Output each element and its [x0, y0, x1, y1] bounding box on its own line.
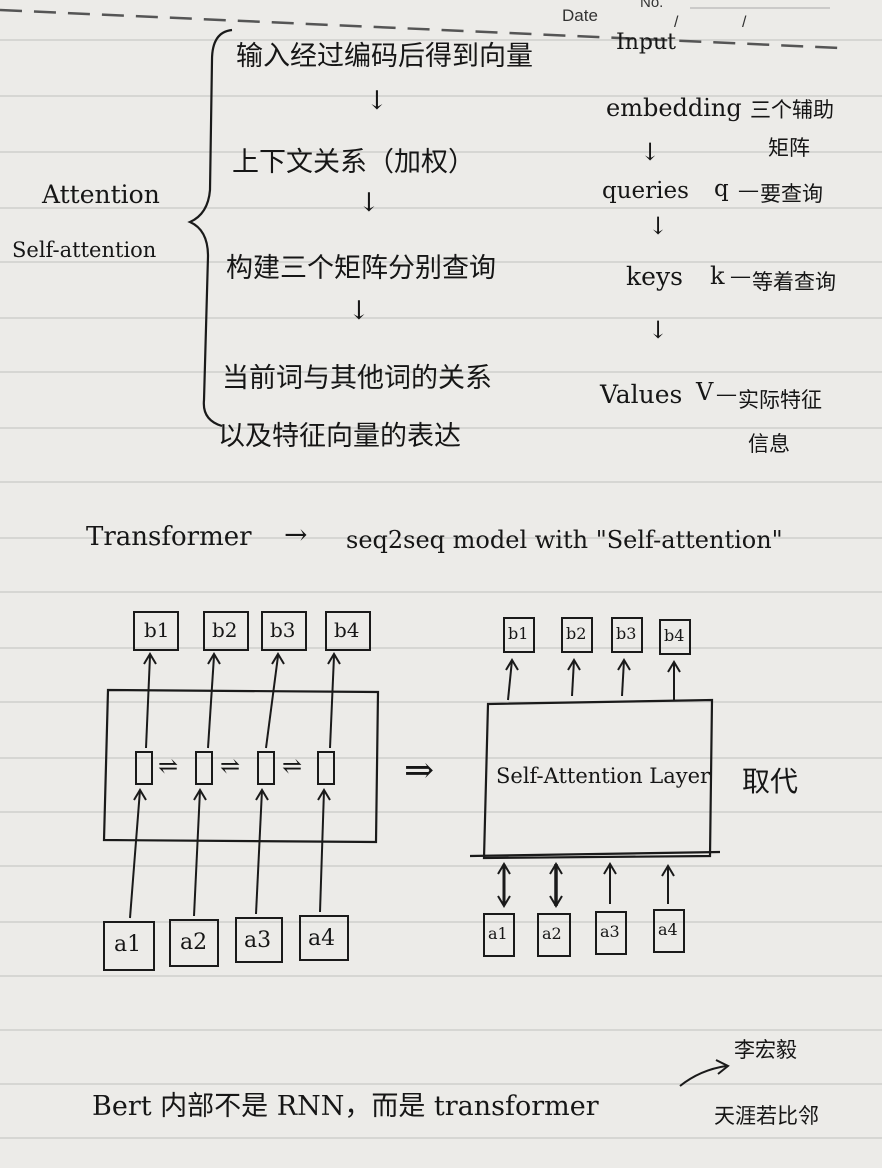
queries-label: queries	[602, 178, 689, 204]
date-separator: /	[674, 14, 679, 31]
sa-input-a1: a1	[488, 924, 508, 943]
transformer-word: Transformer	[86, 522, 252, 552]
v-symbol: V	[696, 378, 714, 406]
step-matrices: 构建三个矩阵分别查询	[226, 253, 496, 284]
sa-output-b4: b4	[664, 626, 685, 645]
author-note: 李宏毅	[734, 1038, 797, 1062]
dash: —	[738, 178, 759, 202]
replace-arrow-icon: ⇒	[404, 750, 435, 791]
step-relation: 当前词与其他词的关系	[222, 363, 492, 394]
rnn-input-a4: a4	[308, 926, 336, 951]
sa-input-a3: a3	[600, 922, 620, 941]
bert-statement: Bert 内部不是 RNN，而是 transformer	[92, 1091, 599, 1122]
step-feature-vector: 以及特征向量的表达	[218, 421, 461, 452]
rnn-input-a1: a1	[114, 932, 142, 957]
step-encode: 输入经过编码后得到向量	[236, 41, 533, 72]
down-arrow-icon: ↓	[366, 86, 388, 116]
sa-output-b2: b2	[566, 624, 587, 643]
sa-output-b3: b3	[616, 624, 637, 643]
v-note: 信息	[748, 432, 790, 456]
dash: —	[730, 264, 751, 288]
k-note: 等着查询	[752, 270, 836, 294]
rnn-output-b3: b3	[270, 618, 296, 642]
keys-label: keys	[626, 262, 683, 291]
k-symbol: k	[710, 262, 725, 290]
no-label: No.	[640, 0, 664, 11]
q-symbol: q	[714, 176, 729, 202]
embedding-label: embedding	[606, 94, 742, 122]
rnn-input-a3: a3	[244, 928, 272, 953]
attention-label: Attention	[42, 180, 160, 209]
down-arrow-icon: ↓	[648, 212, 669, 240]
seq2seq-description: seq2seq model with "Self-attention"	[346, 526, 783, 554]
right-arrow-icon: →	[284, 518, 308, 551]
signature-note: 天涯若比邻	[714, 1104, 819, 1128]
step-context: 上下文关系（加权）	[232, 147, 475, 178]
v-note: 实际特征	[738, 388, 822, 412]
down-arrow-icon: ↓	[358, 188, 380, 218]
sa-output-b1: b1	[508, 624, 529, 643]
dash: —	[716, 382, 737, 406]
self-attention-layer-label: Self-Attention Layer	[496, 764, 711, 788]
embedding-note: 三个辅助	[750, 98, 834, 122]
down-arrow-icon: ↓	[348, 296, 370, 326]
rnn-link-icon: ⇌	[158, 752, 179, 780]
self-attention-label: Self-attention	[12, 238, 157, 262]
sa-input-a4: a4	[658, 920, 678, 939]
q-note: 要查询	[760, 182, 823, 206]
date-separator: /	[742, 14, 747, 31]
input-label: Input	[616, 30, 676, 55]
replace-label: 取代	[742, 765, 799, 798]
down-arrow-icon: ↓	[640, 138, 661, 166]
down-arrow-icon: ↓	[648, 316, 669, 344]
rnn-input-a2: a2	[180, 930, 208, 955]
rnn-link-icon: ⇌	[282, 752, 303, 780]
rnn-output-b4: b4	[334, 618, 360, 642]
rnn-output-b2: b2	[212, 618, 238, 642]
embedding-note: 矩阵	[768, 136, 810, 160]
sa-input-a2: a2	[542, 924, 562, 943]
values-label: Values	[600, 380, 683, 409]
date-label: Date	[562, 6, 598, 25]
rnn-link-icon: ⇌	[220, 752, 241, 780]
rnn-output-b1: b1	[144, 618, 170, 642]
